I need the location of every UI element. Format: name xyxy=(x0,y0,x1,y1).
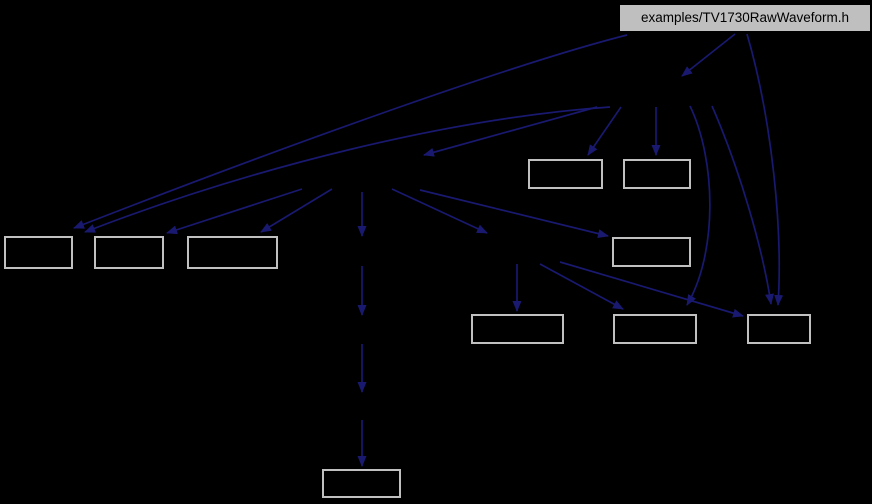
node-box-row2-right[interactable] xyxy=(623,159,691,189)
node-box-row4-left[interactable] xyxy=(471,314,564,344)
edge-hub3-to-box-bottom-right xyxy=(559,261,744,318)
node-box-row3-left3[interactable] xyxy=(187,236,278,269)
edge-root-to-hub1 xyxy=(681,33,736,77)
edge-hub1-to-box-r2a xyxy=(587,106,622,156)
edge-hub1-to-box-bottom-right xyxy=(711,105,774,305)
edge-hub2-to-hub3 xyxy=(391,188,488,234)
edge-root-to-box-bottom-right xyxy=(746,33,784,306)
node-box-row3-right[interactable] xyxy=(612,237,691,267)
edge-hub2-to-box-r3d xyxy=(419,189,609,238)
node-box-row2-left[interactable] xyxy=(528,159,603,189)
node-box-row4-middle[interactable] xyxy=(613,314,697,344)
edge-hub1-to-hub2 xyxy=(423,106,598,157)
root-node[interactable]: examples/TV1730RawWaveform.h xyxy=(619,4,871,32)
node-box-bottom[interactable] xyxy=(322,469,401,498)
edge-hub3-to-box-r4b xyxy=(539,263,624,310)
edge-hub1-to-box-r4b xyxy=(686,105,711,306)
node-box-row3-left2[interactable] xyxy=(94,236,164,269)
edge-hub2-to-box-left3 xyxy=(260,188,333,233)
edge-hub2-to-box-left2 xyxy=(166,188,303,235)
node-box-row4-right[interactable] xyxy=(747,314,811,344)
node-box-row3-left1[interactable] xyxy=(4,236,73,269)
edge-root-to-box-left1 xyxy=(73,34,628,229)
edge-hub1-to-box-left1 xyxy=(84,106,611,233)
